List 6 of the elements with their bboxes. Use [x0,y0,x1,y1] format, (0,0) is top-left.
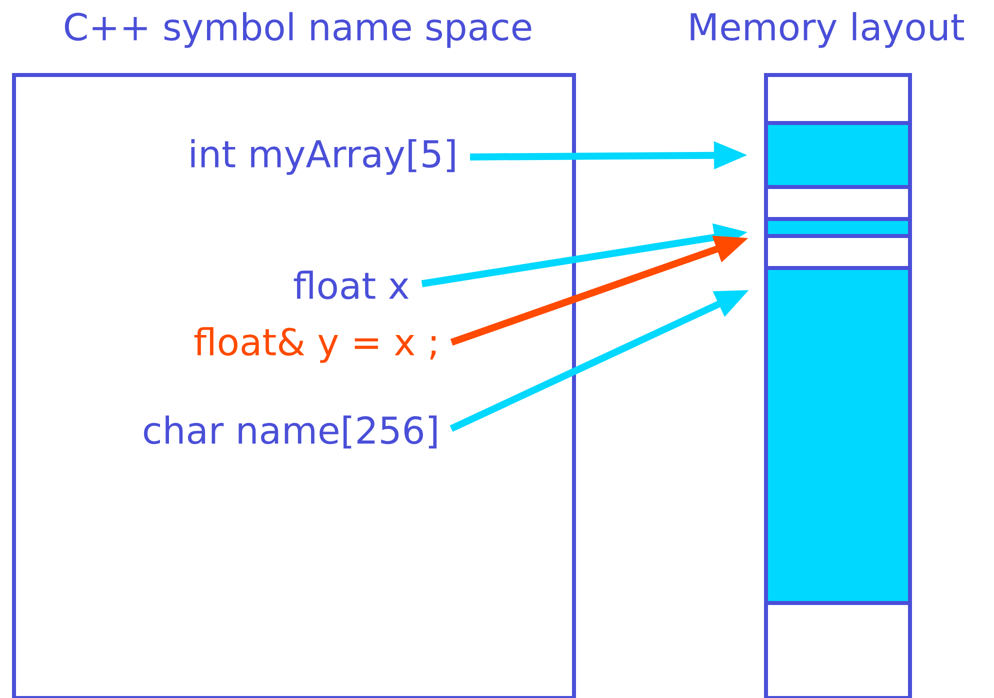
declaration-text: int myArray[5] [191,139,455,175]
declaration-text: float x [294,270,409,300]
declaration-text: char name[256] [144,416,437,448]
declaration-text: float& y = x ; [194,327,436,363]
heading: C++ symbol name space [64,12,532,48]
heading: Memory layout [690,12,964,48]
